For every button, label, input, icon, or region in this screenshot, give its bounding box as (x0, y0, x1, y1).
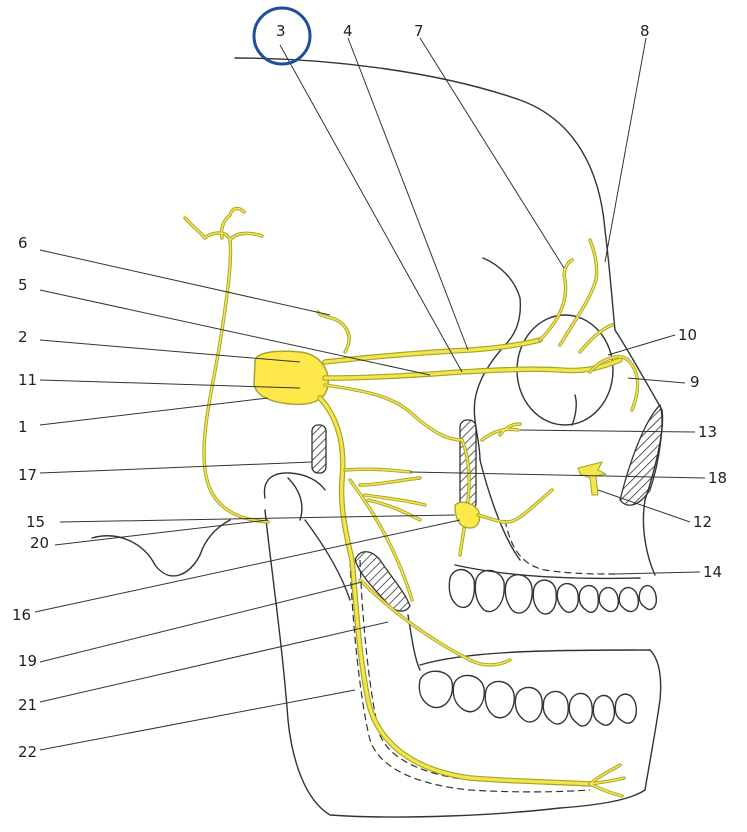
nasal-branch (578, 462, 606, 495)
label-8: 8 (640, 22, 650, 40)
mental-nerve-terminal (590, 765, 624, 796)
label-5: 5 (18, 276, 28, 294)
lacrimal-branch (318, 312, 349, 352)
label-3: 3 (276, 22, 286, 40)
label-12: 12 (693, 513, 712, 531)
label-18: 18 (708, 469, 727, 487)
maxillary-nerve (325, 360, 620, 378)
label-4: 4 (343, 22, 353, 40)
label-22: 22 (18, 743, 37, 761)
label-1: 1 (18, 418, 28, 436)
skull-outline (92, 58, 663, 817)
label-19: 19 (18, 652, 37, 670)
buccal-branches (345, 469, 425, 520)
label-13: 13 (698, 423, 717, 441)
label-10: 10 (678, 326, 697, 344)
label-15: 15 (26, 513, 45, 531)
label-11: 11 (18, 371, 37, 389)
upper-teeth (449, 570, 656, 614)
supraorbital-branches (540, 240, 638, 410)
infraorbital-small-branch (482, 424, 520, 440)
label-16: 16 (12, 606, 31, 624)
mandibular-nerve (320, 398, 590, 784)
label-7: 7 (414, 22, 424, 40)
label-14: 14 (703, 563, 722, 581)
mandibular-canal-outline (350, 520, 615, 792)
label-9: 9 (690, 373, 700, 391)
lower-teeth (419, 671, 636, 726)
label-21: 21 (18, 696, 37, 714)
label-6: 6 (18, 234, 28, 252)
label-17: 17 (18, 466, 37, 484)
label-2: 2 (18, 328, 28, 346)
label-20: 20 (30, 534, 49, 552)
